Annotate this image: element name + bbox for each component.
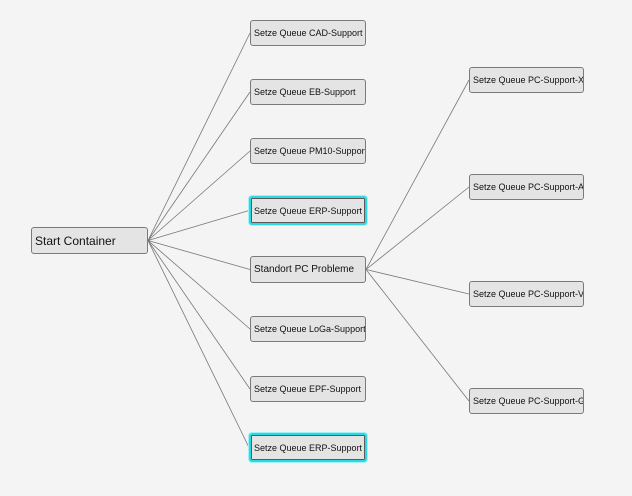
- start-container-node[interactable]: Start Container: [31, 227, 148, 254]
- edge-branch-to-pc-queue-node-v: [365, 269, 470, 295]
- queue-node-erp-support-1[interactable]: Setze Queue ERP-Support: [249, 196, 367, 225]
- queue-node-epf-support[interactable]: Setze Queue EPF-Support: [250, 376, 366, 402]
- edge-root-to-queue-node-erp-support-1: [147, 210, 250, 241]
- edge-root-to-queue-node-eb-support: [147, 91, 251, 241]
- standort-pc-probleme-node[interactable]: Standort PC Probleme: [250, 256, 366, 283]
- pc-queue-node-v[interactable]: Setze Queue PC-Support-V...: [469, 281, 584, 307]
- edge-root-to-standort-pc-probleme-node: [147, 240, 251, 270]
- edge-root-to-queue-node-pm10-support: [147, 150, 251, 241]
- node-label: Setze Queue PM10-Support: [254, 146, 366, 156]
- edge-root-to-queue-node-epf-support: [147, 240, 251, 390]
- queue-node-cad-support[interactable]: Setze Queue CAD-Support: [250, 20, 366, 46]
- node-label: Start Container: [35, 233, 116, 248]
- node-label: Setze Queue ERP-Support: [254, 442, 363, 453]
- edge-branch-to-pc-queue-node-goch: [365, 269, 470, 402]
- node-label: Setze Queue PC-Support-A...: [473, 182, 584, 192]
- node-label: Setze Queue EB-Support: [254, 87, 356, 97]
- pc-queue-node-goch[interactable]: Setze Queue PC-Support-Goch: [469, 388, 584, 414]
- queue-node-pm10-support[interactable]: Setze Queue PM10-Support: [250, 138, 366, 164]
- pc-queue-node-x[interactable]: Setze Queue PC-Support-X...: [469, 67, 584, 93]
- edge-branch-to-pc-queue-node-a: [365, 186, 470, 270]
- node-label: Setze Queue ERP-Support: [254, 205, 363, 216]
- pc-queue-node-a[interactable]: Setze Queue PC-Support-A...: [469, 174, 584, 200]
- edge-root-to-queue-node-cad-support: [147, 32, 251, 241]
- queue-node-eb-support[interactable]: Setze Queue EB-Support: [250, 79, 366, 105]
- edge-branch-to-pc-queue-node-x: [365, 79, 470, 270]
- node-label: Setze Queue EPF-Support: [254, 384, 362, 394]
- queue-node-erp-support-2[interactable]: Setze Queue ERP-Support: [249, 433, 367, 462]
- node-label: Setze Queue CAD-Support: [254, 28, 363, 38]
- edge-root-to-queue-node-loga-support: [147, 240, 251, 330]
- node-label: Setze Queue PC-Support-X...: [473, 75, 584, 85]
- node-label: Setze Queue PC-Support-Goch: [473, 396, 583, 406]
- node-label: Setze Queue PC-Support-V...: [473, 289, 584, 299]
- edge-root-to-queue-node-erp-support-2: [147, 240, 250, 448]
- queue-node-loga-support[interactable]: Setze Queue LoGa-Support: [250, 316, 366, 342]
- node-label: Setze Queue LoGa-Support: [254, 324, 366, 334]
- node-label: Standort PC Probleme: [254, 264, 355, 275]
